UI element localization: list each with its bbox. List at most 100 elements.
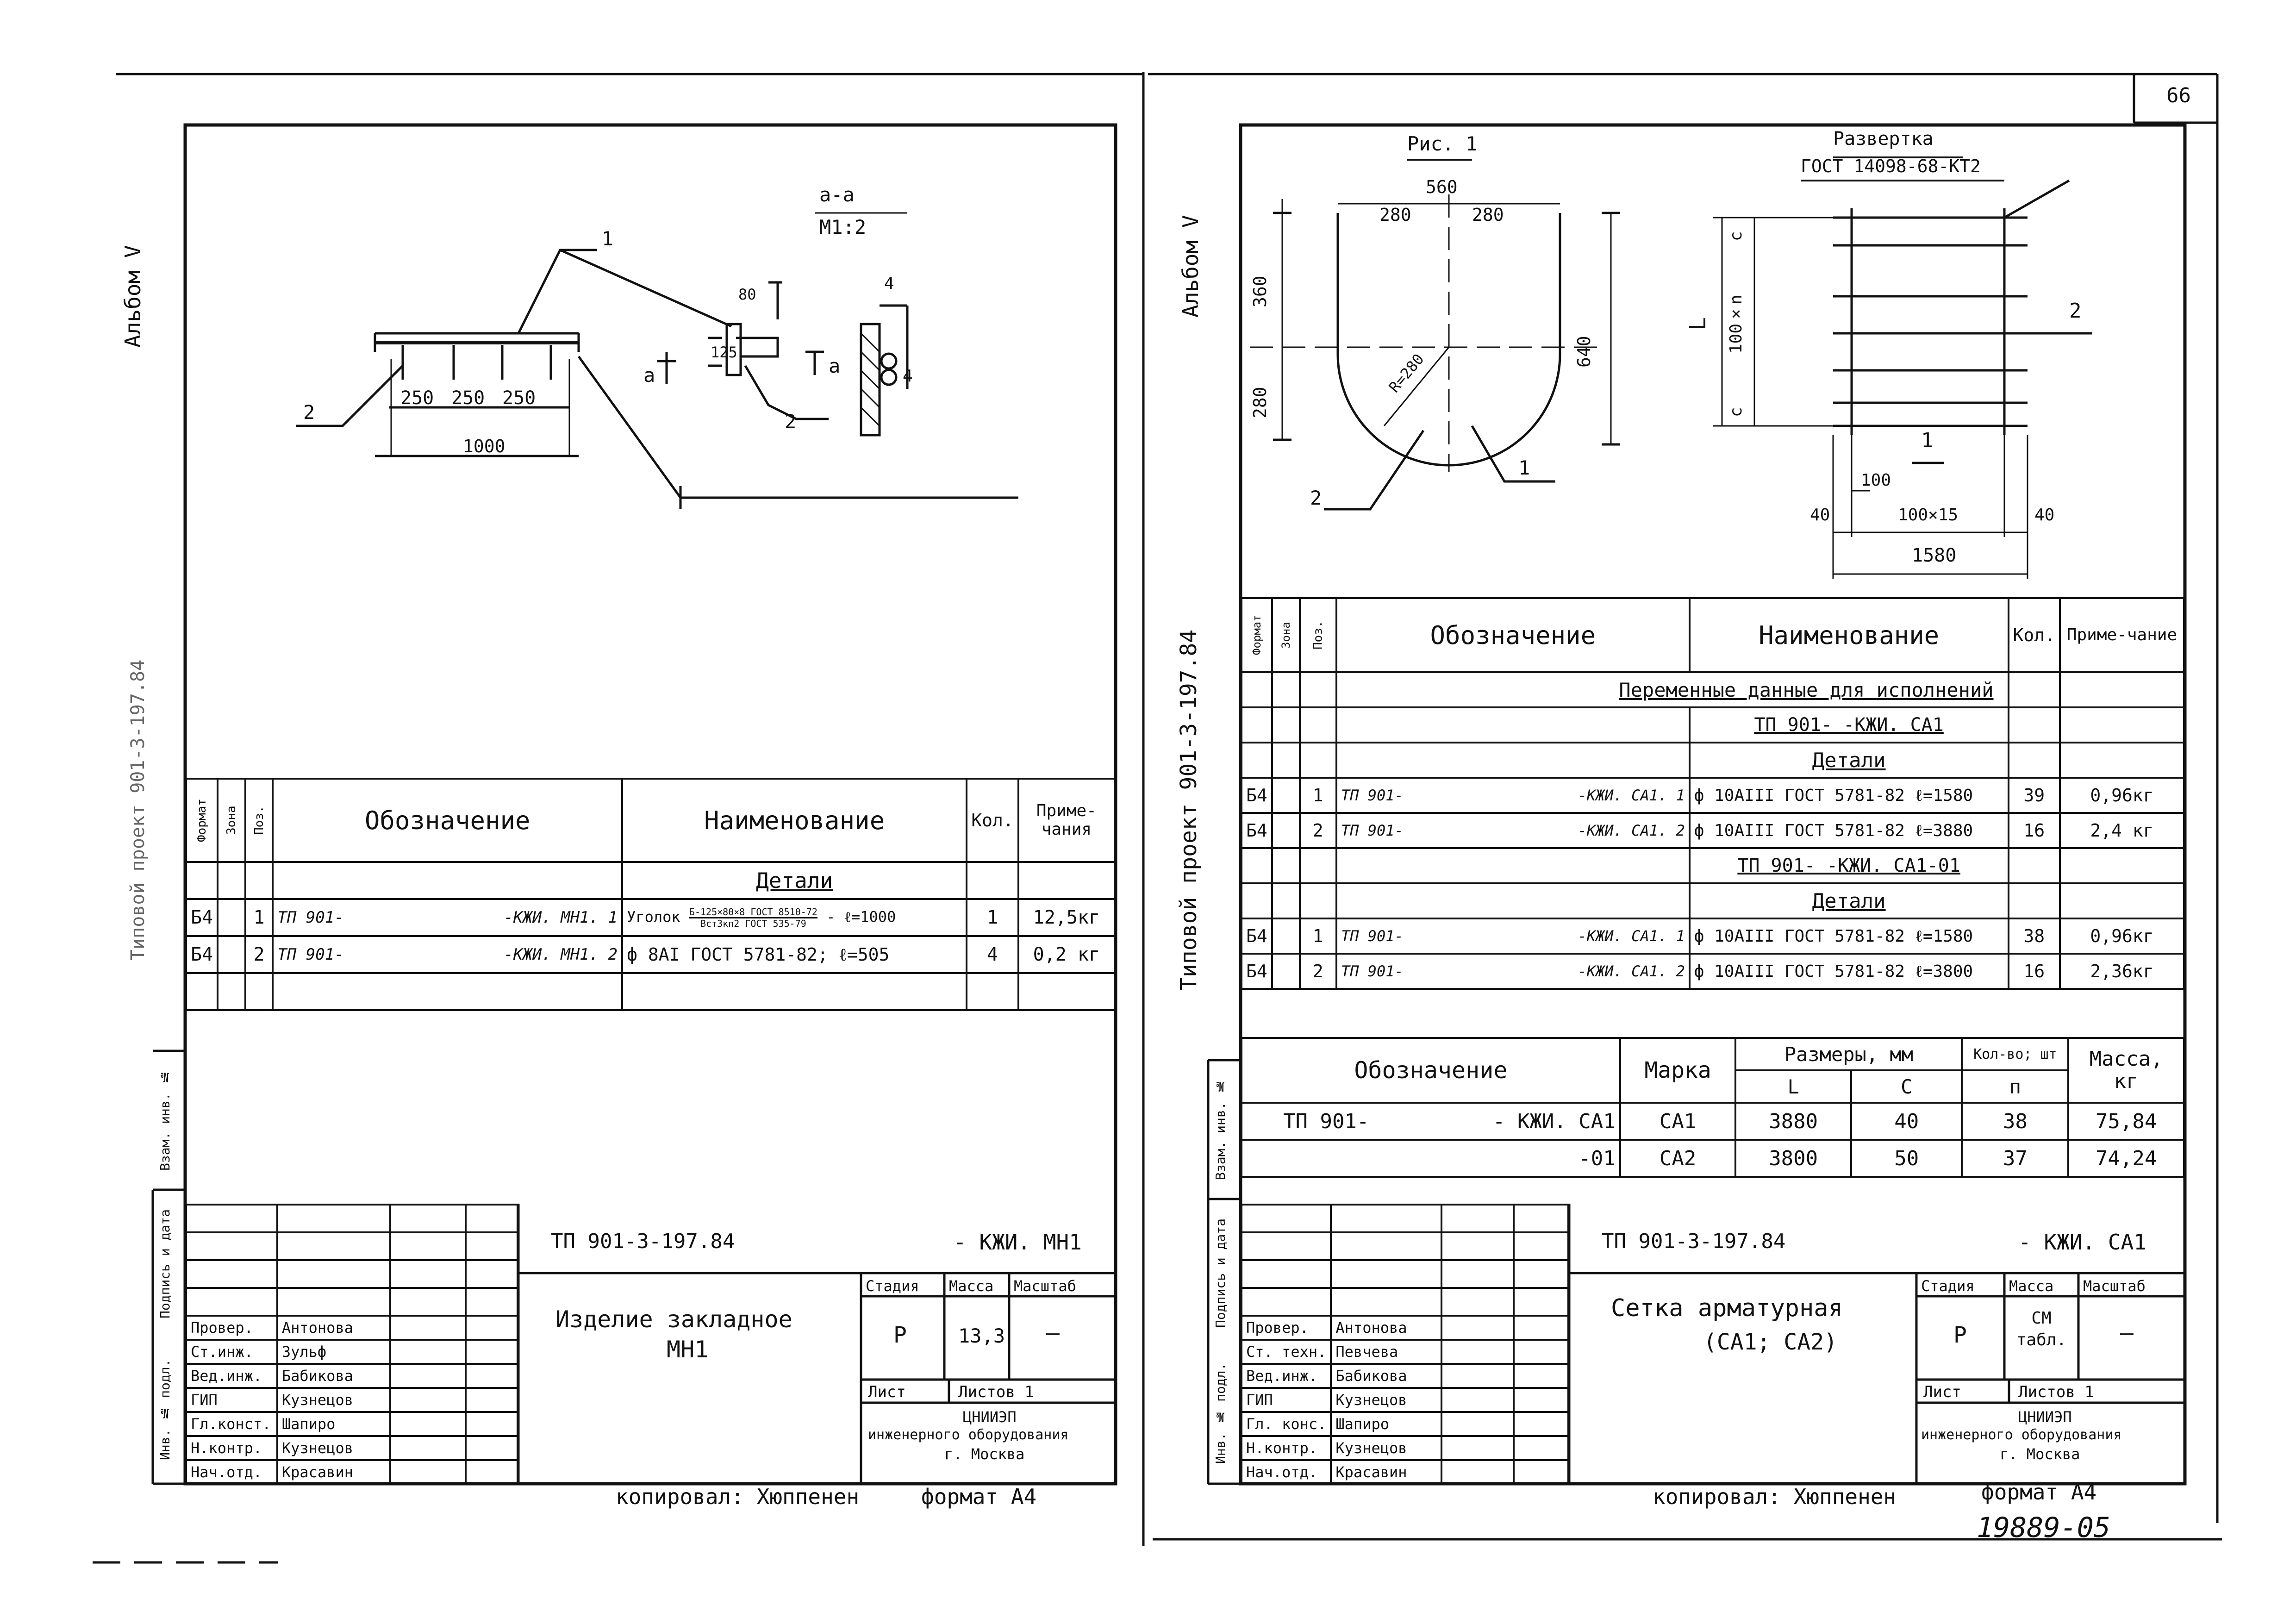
marks-header-C: С (1850, 1069, 1963, 1104)
cell-mass: 74,24 (2067, 1139, 2185, 1178)
doc-code: - КЖИ. МН1 (954, 1230, 1082, 1255)
sheets-label: Листов 1 (958, 1383, 1034, 1401)
org-line-3: г. Москва (2000, 1445, 2080, 1463)
header-format: Формат (1242, 598, 1272, 672)
cell-C: 40 (1850, 1102, 1963, 1141)
signer-name: Певчева (1330, 1339, 1442, 1365)
position-2-label-profile: 2 (785, 410, 797, 433)
title-line-2: (СА1; СА2) (1703, 1329, 1837, 1355)
stage-header: Стадия (1921, 1277, 1975, 1295)
table-row: ТП 901-- КЖИ. СА1 СА1 3880 40 38 75,84 (1241, 1102, 2185, 1141)
cell-note: 0,96кг (2059, 918, 2185, 955)
fig-dim-560: 560 (1426, 177, 1458, 197)
inv-podl-right: Инв. № подл. (1213, 1362, 1228, 1464)
unfold-dim-100: 100 (1861, 471, 1891, 490)
cell-mass: 75,84 (2067, 1102, 2185, 1141)
title-line-2: МН1 (667, 1336, 709, 1363)
fig-dim-280-left: 280 (1379, 205, 1411, 225)
cell-name: ф 10АIII ГОСТ 5781-82 ℓ=3800 (1688, 953, 2009, 990)
signer-name: Бабикова (1330, 1363, 1442, 1389)
marks-header-L: L (1734, 1069, 1852, 1104)
cell-L: 3800 (1734, 1139, 1852, 1178)
header-format: Формат (186, 779, 218, 862)
podpis-data-right: Подпись и дата (1213, 1218, 1228, 1328)
unfold-position-2: 2 (2069, 299, 2082, 323)
cell-qty: 38 (2007, 918, 2061, 955)
signer-name: Бабикова (276, 1363, 392, 1389)
signer-role: Нач.отд. (185, 1459, 278, 1485)
cell-designation: ТП 901--КЖИ. СА1. 2 (1335, 953, 1691, 990)
cell-n: 38 (1961, 1102, 2070, 1141)
cell-note: 2,4 кг (2059, 812, 2185, 849)
left-title-block: Провер.Антонова Ст.инж.Зульф Вед.инж.Баб… (185, 1204, 1116, 1485)
header-pos: Поз. (245, 779, 273, 862)
project-label-right: Типовой проект 901-3-197.84 (1176, 629, 1202, 991)
cell-note: 0,2 кг (1017, 935, 1116, 974)
signer-role: Провер. (1240, 1315, 1332, 1341)
cell-pos: 2 (1298, 953, 1337, 990)
fig-dim-280-right: 280 (1472, 205, 1504, 225)
unfold-dim-L: L (1685, 317, 1711, 331)
figure-label: Рис. 1 (1407, 132, 1478, 155)
format-right: формат А4 (1981, 1480, 2097, 1505)
table-row: Б4 1 ТП 901--КЖИ. СА1. 1 ф 10АIII ГОСТ 5… (1241, 918, 2185, 955)
signer-role: Ст. техн. (1240, 1339, 1332, 1365)
signer-role: Н.контр. (1240, 1435, 1332, 1461)
cell-qty: 16 (2007, 953, 2061, 990)
cell-designation: ТП 901--КЖИ. СА1. 1 (1335, 918, 1691, 955)
table-row: Б4 2 ТП 901--КЖИ. МН1. 2 ф 8АI ГОСТ 5781… (185, 935, 1116, 974)
doc-number: ТП 901-3-197.84 (551, 1230, 735, 1253)
cell-pos: 2 (244, 935, 274, 974)
cell-n: 37 (1961, 1139, 2070, 1178)
section-label: а-а (819, 183, 855, 206)
signer-role: Вед.инж. (1240, 1363, 1332, 1389)
copied-by-left: копировал: Хюппенен (616, 1484, 860, 1509)
left-title-lines (517, 1204, 1116, 1484)
format-left: формат А4 (921, 1484, 1037, 1509)
section-scale: М1:2 (819, 216, 867, 238)
dim-250-1: 250 (400, 387, 434, 409)
dim-1000: 1000 (463, 436, 505, 456)
header-zone: Зона (1272, 598, 1300, 672)
header-designation: Обозначение (1335, 597, 1691, 673)
stage-value: Р (1953, 1322, 1967, 1348)
cell-name: ф 8АI ГОСТ 5781-82; ℓ=505 (621, 935, 968, 974)
marks-header-mark: Марка (1619, 1037, 1737, 1104)
signer-name: Красавин (1330, 1459, 1442, 1485)
cell-note: 0,96кг (2059, 777, 2185, 814)
cell-designation: ТП 901--КЖИ. СА1. 1 (1335, 777, 1691, 814)
cell-pos: 2 (1298, 812, 1337, 849)
title-line-1: Сетка арматурная (1611, 1294, 1843, 1322)
signer-role: Гл.конст. (185, 1411, 278, 1437)
cell-C: 50 (1850, 1139, 1963, 1178)
dim-250-3: 250 (502, 387, 536, 409)
title-line-1: Изделие закладное (555, 1306, 792, 1333)
dim-125: 125 (711, 344, 737, 361)
marks-header-count: Кол-во; шт (1961, 1037, 2070, 1071)
group-details-label: Детали (1688, 882, 2009, 919)
archive-stamp-number: 19889-05 (1977, 1512, 2110, 1544)
unfold-dim-c-bottom: с (1727, 407, 1746, 417)
group-details-label: Детали (621, 861, 968, 900)
fig-position-2: 2 (1310, 487, 1322, 509)
inv-zam-left: Взам. инв. № (157, 1069, 173, 1171)
podpis-data-left: Подпись и дата (157, 1209, 173, 1319)
cell-format: Б4 (185, 898, 219, 937)
cell-format: Б4 (185, 935, 219, 974)
signer-name: Зульф (276, 1339, 392, 1365)
signer-name: Шапиро (276, 1411, 392, 1437)
right-title-block: Провер.Антонова Ст. техн.Певчева Вед.инж… (1240, 1204, 2185, 1485)
unfold-position-1: 1 (1921, 429, 1934, 452)
sheets-label: Листов 1 (2018, 1383, 2094, 1401)
marks-header-sizes: Размеры, мм (1734, 1037, 1963, 1071)
marks-header-mass: Масса, кг (2067, 1037, 2185, 1104)
cell-designation: ТП 901--КЖИ. СА1. 2 (1335, 812, 1691, 849)
unfold-dim-40-left: 40 (1810, 506, 1830, 525)
mass-header: Масса (949, 1277, 994, 1295)
signer-role: Гл. конс. (1240, 1411, 1332, 1437)
header-note: Приме-чание (2059, 597, 2185, 673)
scale-header: Масштаб (2083, 1277, 2146, 1295)
position-2-label: 2 (303, 401, 315, 424)
page-number: 66 (2166, 84, 2191, 107)
cell-designation: ТП 901--КЖИ. МН1. 2 (272, 935, 624, 974)
